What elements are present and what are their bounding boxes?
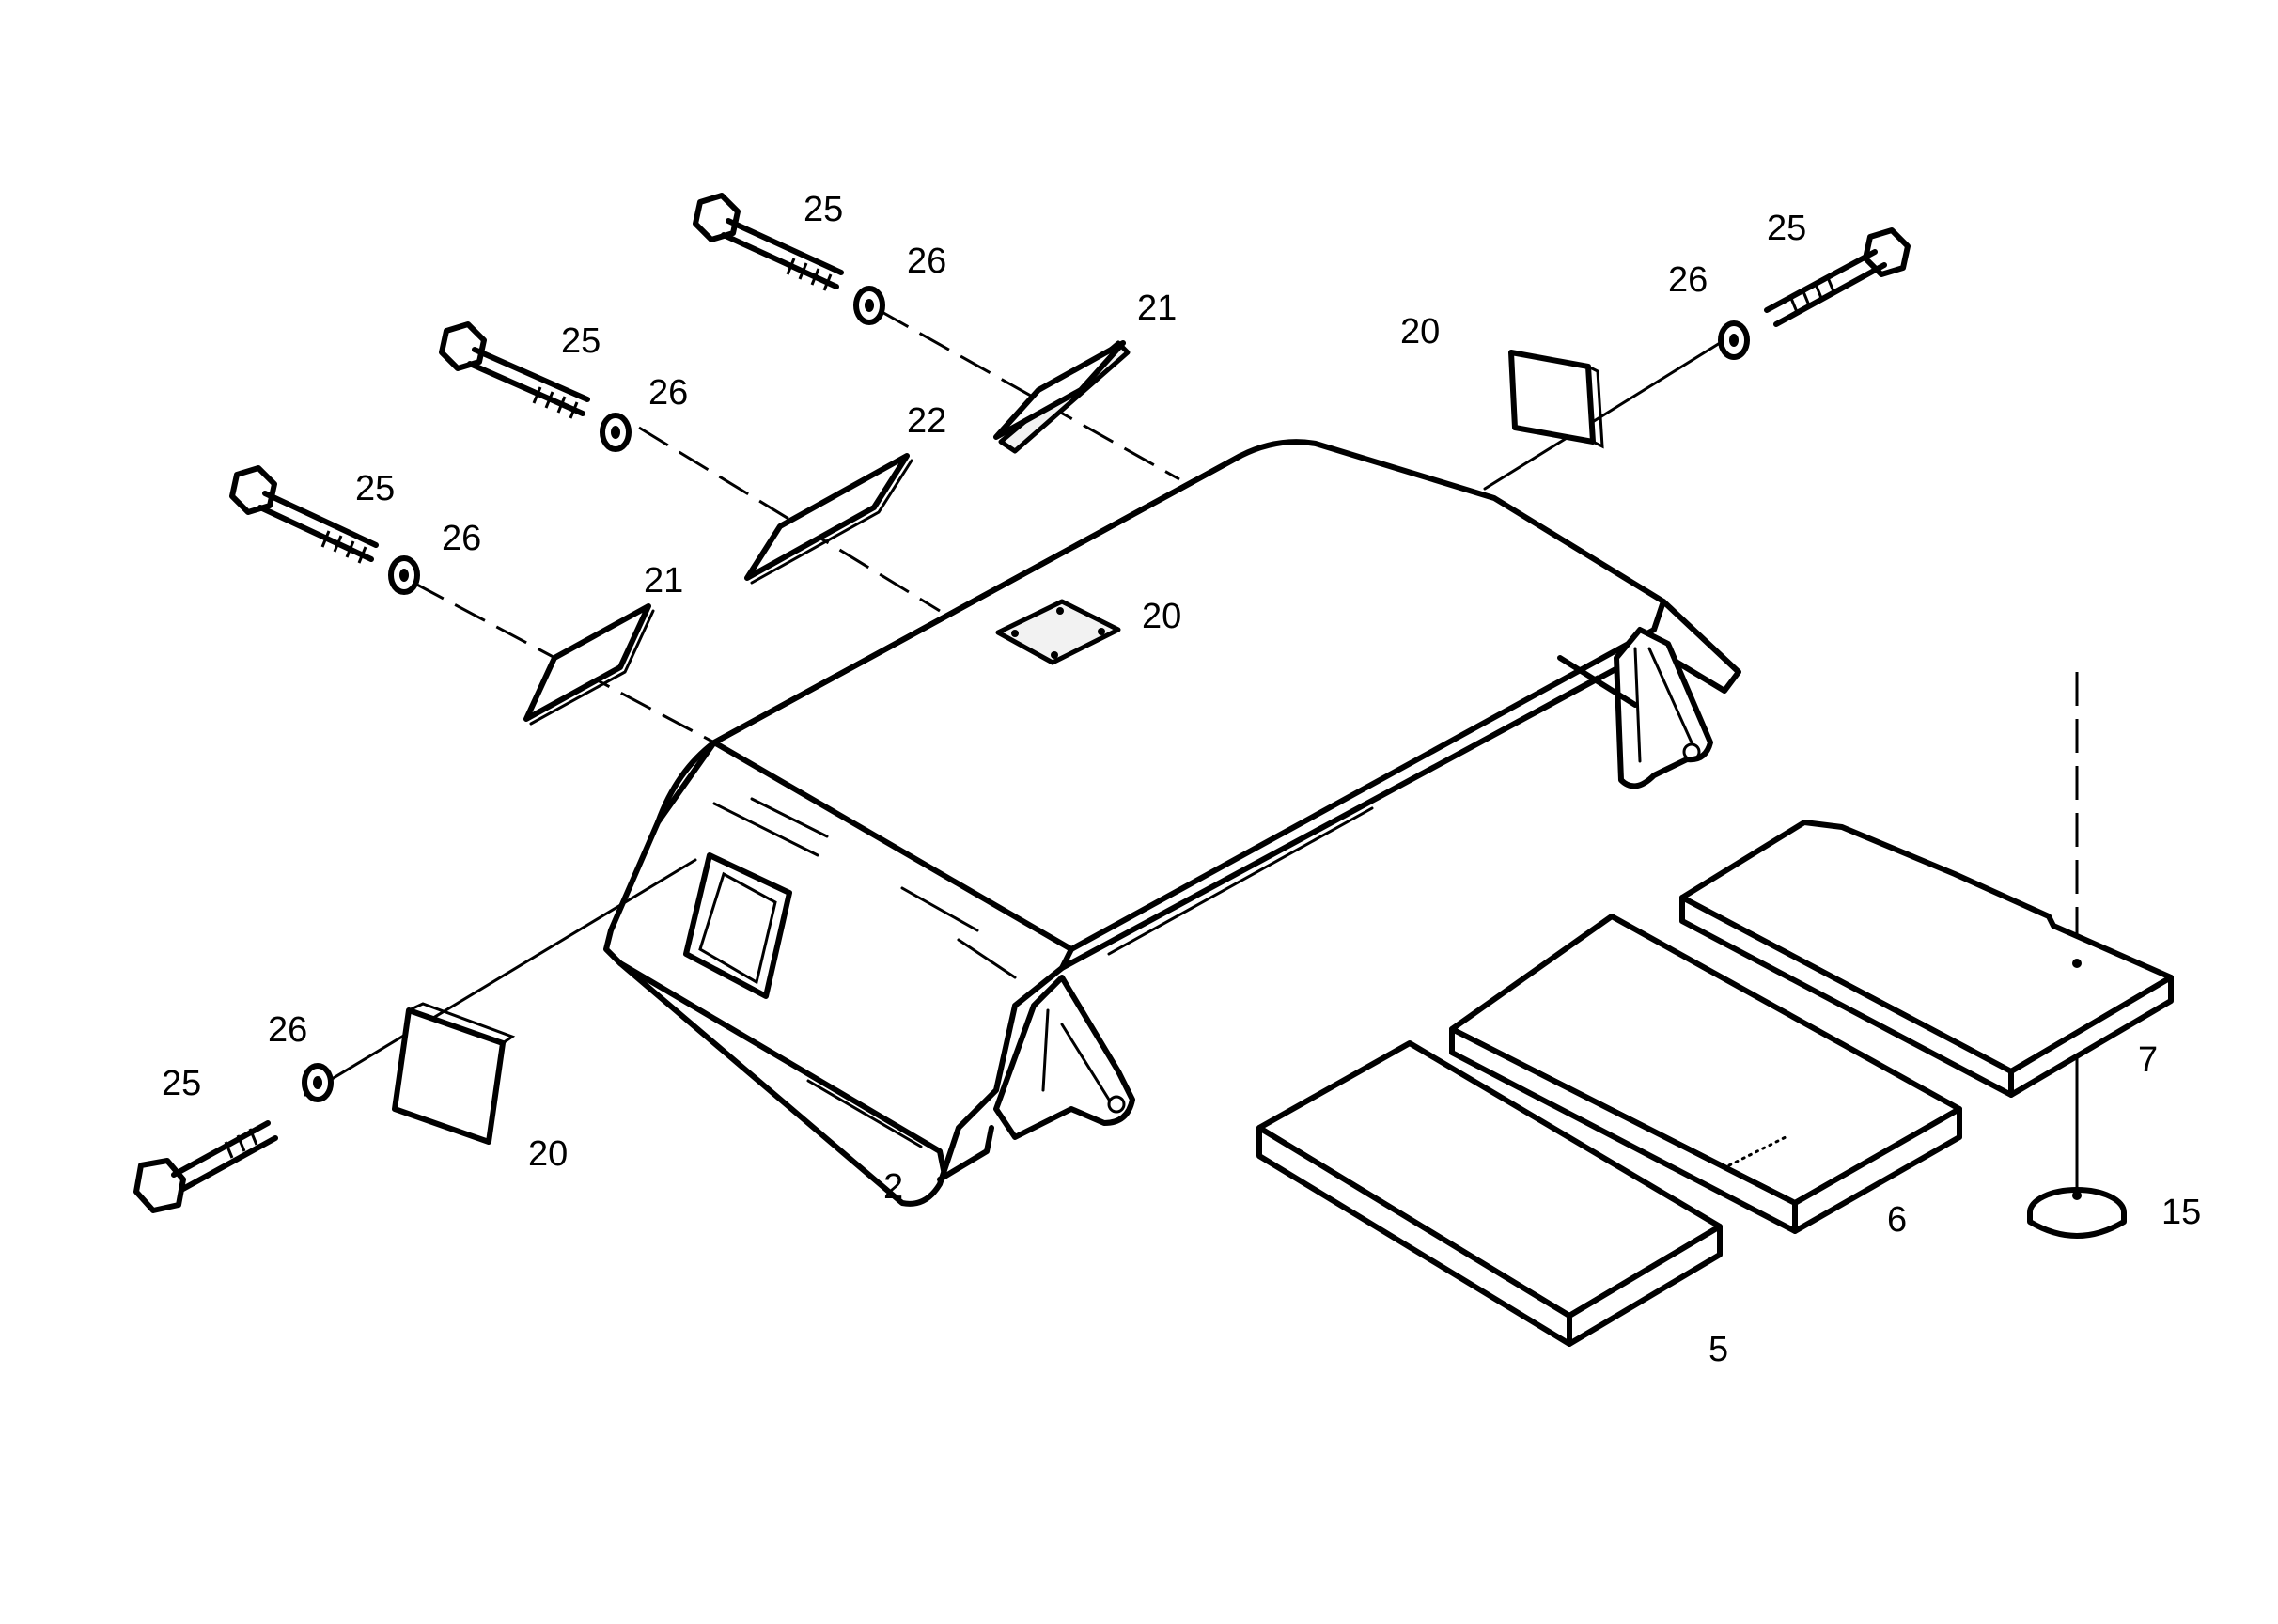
callout-20-top: 20 — [1142, 597, 1181, 636]
callout-20-front: 20 — [528, 1134, 568, 1174]
pad-22 — [744, 453, 913, 585]
callout-26-a: 26 — [907, 242, 946, 281]
bolt-25-c — [229, 465, 379, 564]
callout-22: 22 — [907, 401, 946, 441]
callout-26-d: 26 — [1668, 260, 1708, 300]
bolt-25-e — [133, 1120, 278, 1213]
pad-21-lower — [523, 603, 655, 726]
bolt-25-d — [1764, 227, 1911, 327]
washer-26-c — [388, 555, 420, 595]
callout-20-rear: 20 — [1400, 312, 1440, 351]
panel-7 — [1679, 820, 2174, 1098]
callout-21-upper: 21 — [1137, 289, 1177, 328]
washer-26-a — [853, 286, 885, 325]
washer-26-d — [1718, 320, 1750, 360]
pad-21-upper — [993, 340, 1131, 454]
callout-26-c: 26 — [442, 519, 481, 558]
callout-7: 7 — [2138, 1040, 2158, 1080]
bolt-25-a — [693, 193, 844, 291]
callout-25-d: 25 — [1767, 209, 1806, 248]
callout-25-c: 25 — [355, 469, 395, 508]
panel-5 — [1256, 1040, 1723, 1347]
bolt-25-b — [439, 321, 590, 419]
callout-25-a: 25 — [804, 190, 843, 229]
callout-25-e: 25 — [162, 1064, 201, 1103]
cover-housing — [603, 439, 1741, 1207]
callout-26-e: 26 — [268, 1010, 307, 1050]
callout-25-b: 25 — [561, 321, 601, 361]
panel-6 — [1449, 914, 1962, 1234]
assembly-lines — [304, 308, 2079, 1191]
block-20-rear — [1508, 350, 1604, 449]
washer-26-b — [600, 413, 632, 452]
block-20-front — [392, 1002, 516, 1145]
callout-5: 5 — [1708, 1330, 1728, 1369]
callout-21-lower: 21 — [644, 561, 683, 601]
callout-2: 2 — [883, 1167, 903, 1207]
washer-26-e — [302, 1063, 334, 1102]
callout-26-b: 26 — [648, 373, 688, 413]
callout-6: 6 — [1887, 1200, 1907, 1240]
foot-15 — [2027, 1187, 2127, 1239]
callout-15: 15 — [2161, 1193, 2201, 1232]
callout-labels: 25 26 21 20 26 25 25 26 22 25 26 21 20 2… — [162, 190, 2201, 1369]
